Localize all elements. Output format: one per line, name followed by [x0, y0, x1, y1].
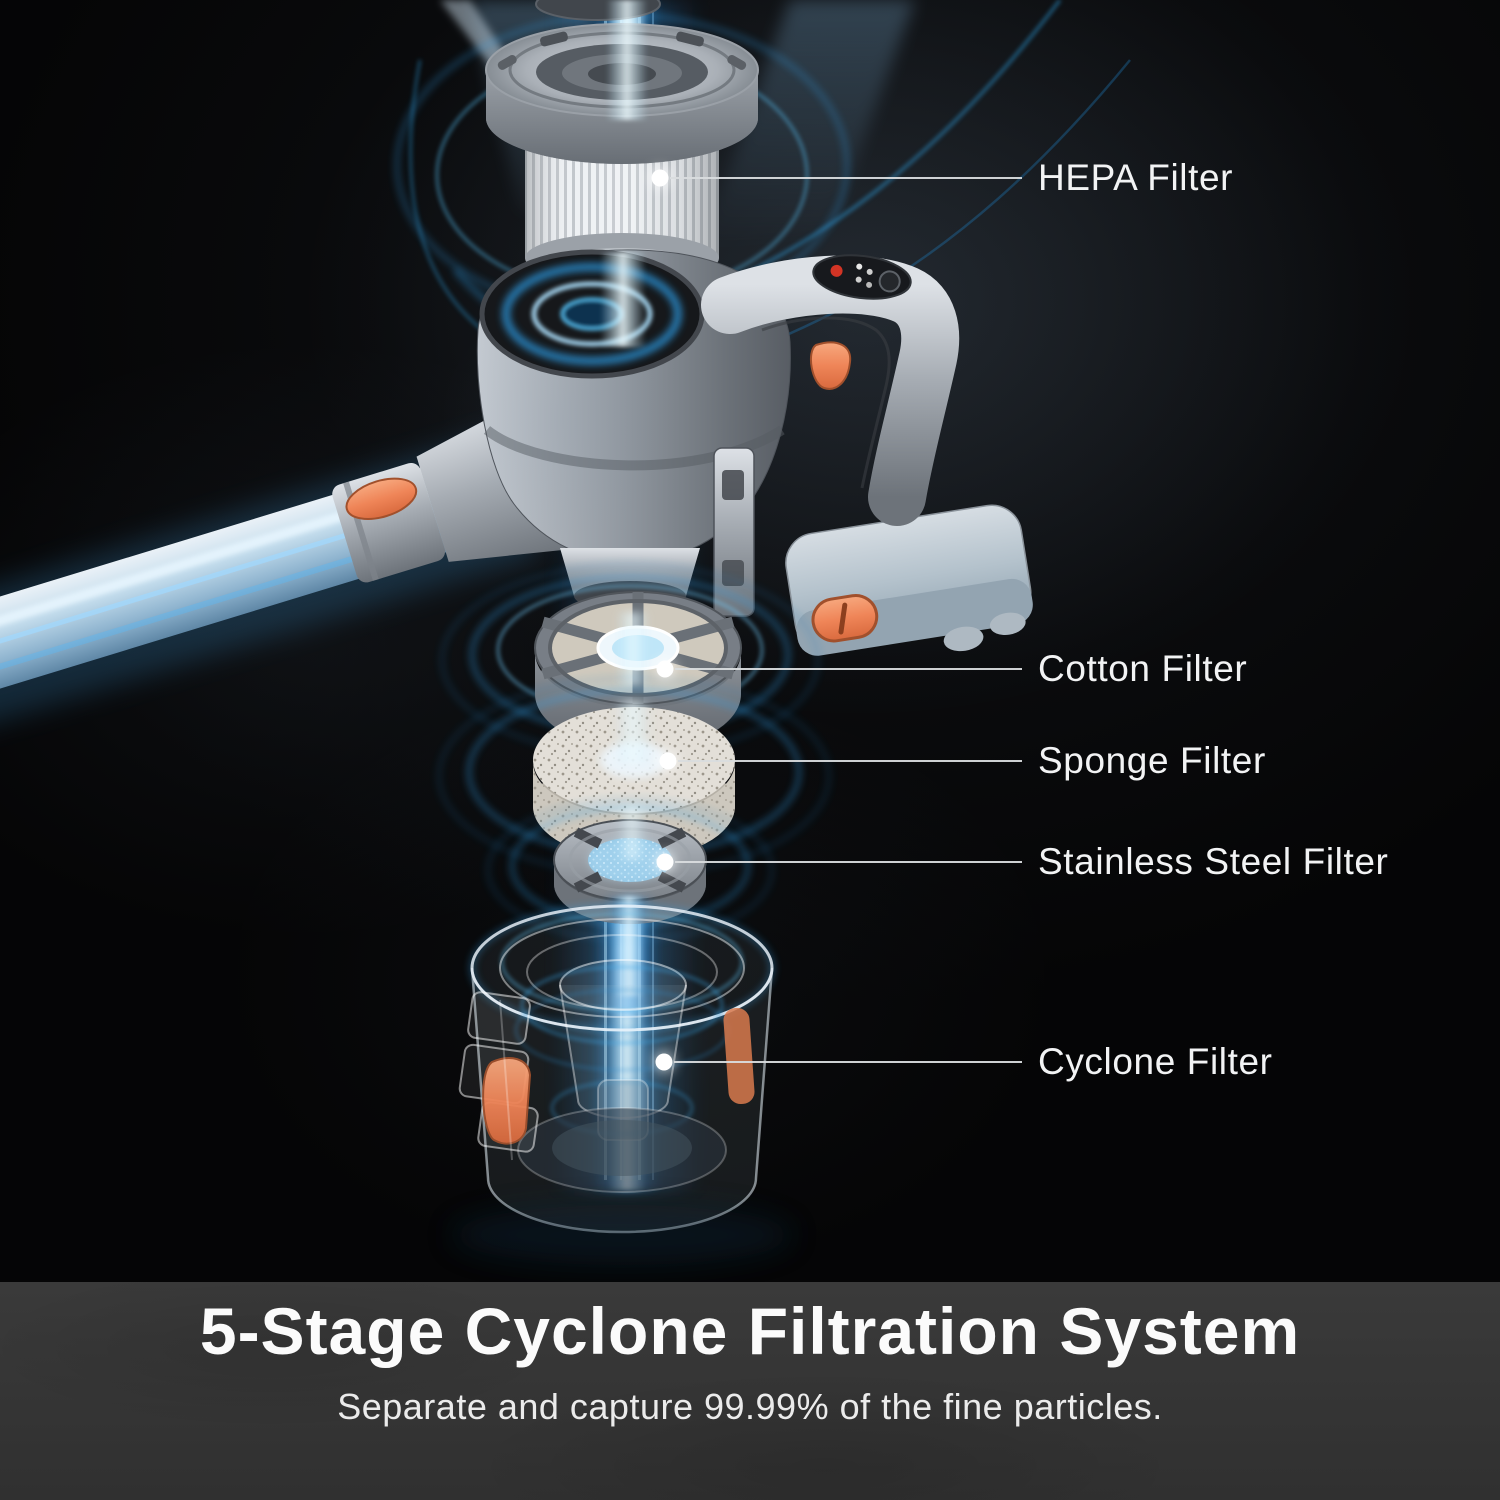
callout-label: HEPA Filter [1038, 157, 1234, 198]
mode-button-icon [878, 270, 901, 293]
battery-pack-art [785, 504, 1033, 656]
callout-label: Stainless Steel Filter [1038, 841, 1389, 882]
device-illustration [0, 0, 1420, 1280]
callout-dot [659, 752, 677, 770]
callout-line [674, 1061, 1022, 1063]
trigger-button [809, 341, 852, 390]
callout-line [678, 760, 1022, 762]
wand-release-button [345, 477, 418, 520]
headline: 5-Stage Cyclone Filtration System [199, 1294, 1301, 1368]
caption-band: 5-Stage Cyclone Filtration System Separa… [0, 1282, 1500, 1500]
battery-foot [989, 612, 1026, 636]
callout-label: Sponge Filter [1038, 740, 1266, 781]
callout-dot [656, 853, 674, 871]
callout-dot [651, 169, 669, 187]
battery-foot [943, 626, 984, 652]
dust-cup-latch-right [723, 1008, 755, 1104]
callout-line [670, 177, 1022, 179]
handle-art [701, 254, 960, 526]
callout-label: Cyclone Filter [1038, 1041, 1273, 1082]
motor-unit-art [440, 249, 791, 617]
callout-dot [656, 660, 674, 678]
callout-line [675, 861, 1022, 863]
dust-cup-latch-left [482, 1057, 532, 1145]
power-indicator-icon [830, 264, 843, 277]
control-panel [812, 254, 912, 300]
cyclone-dust-cup-art [452, 896, 792, 1265]
callout-label: Cotton Filter [1038, 648, 1248, 689]
callout-line [675, 668, 1022, 670]
callout-dot [655, 1053, 673, 1071]
subheadline: Separate and capture 99.99% of the fine … [337, 1386, 1163, 1427]
motor-outlet-neck [560, 548, 700, 596]
